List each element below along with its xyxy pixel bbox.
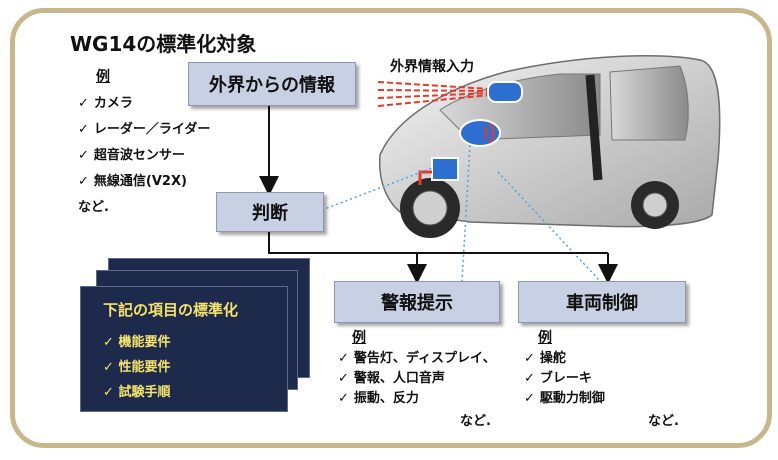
external-info-box: 外界からの情報	[188, 62, 356, 106]
list-item: ✓ 機能要件	[103, 335, 171, 350]
list-item: ✓レーダー／ライダー	[78, 122, 211, 137]
list-item: ✓超音波センサー	[78, 148, 185, 163]
list-item: ✓警告灯、ディスプレイ、	[338, 351, 496, 366]
standardization-heading: 下記の項目の標準化	[103, 301, 239, 319]
warning-examples-etc: など.	[460, 414, 491, 429]
list-item: ✓警報、人口音声	[338, 371, 445, 386]
vehicle-control-box: 車両制御	[518, 281, 686, 323]
standardization-card: 下記の項目の標準化 ✓ 機能要件 ✓ 性能要件 ✓ 試験手順	[80, 286, 288, 412]
list-item: ✓操舵	[524, 351, 566, 366]
car-illustration	[378, 55, 721, 238]
control-examples-list: 例 ✓操舵 ✓ブレーキ ✓駆動力制御	[524, 328, 605, 409]
list-item: ✓駆動力制御	[524, 391, 605, 406]
external-input-label: 外界情報入力	[390, 59, 474, 75]
list-item: ✓無線通信(V2X)	[78, 174, 187, 189]
list-item: ✓ブレーキ	[524, 371, 592, 386]
judgment-box: 判断	[216, 192, 324, 232]
input-examples-list: 例 ✓カメラ ✓レーダー／ライダー ✓超音波センサー ✓無線通信(V2X) など…	[78, 64, 210, 221]
input-examples-etc: など.	[78, 200, 109, 215]
input-examples-heading: 例	[96, 69, 110, 85]
control-examples-etc: など.	[648, 414, 679, 429]
warning-examples-list: 例 ✓警告灯、ディスプレイ、 ✓警報、人口音声 ✓振動、反力	[338, 328, 496, 409]
sensor-module	[487, 81, 523, 103]
list-item: ✓振動、反力	[338, 391, 419, 406]
flow-arrows	[259, 104, 618, 284]
warning-examples-heading: 例	[352, 330, 366, 346]
control-examples-heading: 例	[538, 330, 552, 346]
warning-box: 警報提示	[334, 281, 500, 323]
alert-module	[459, 119, 501, 147]
page-title: WG14の標準化対象	[70, 32, 257, 56]
radar-beam	[377, 81, 491, 107]
list-item: ✓カメラ	[78, 96, 133, 111]
list-item: ✓ 性能要件	[103, 360, 171, 375]
list-item: ✓ 試験手順	[103, 385, 171, 400]
